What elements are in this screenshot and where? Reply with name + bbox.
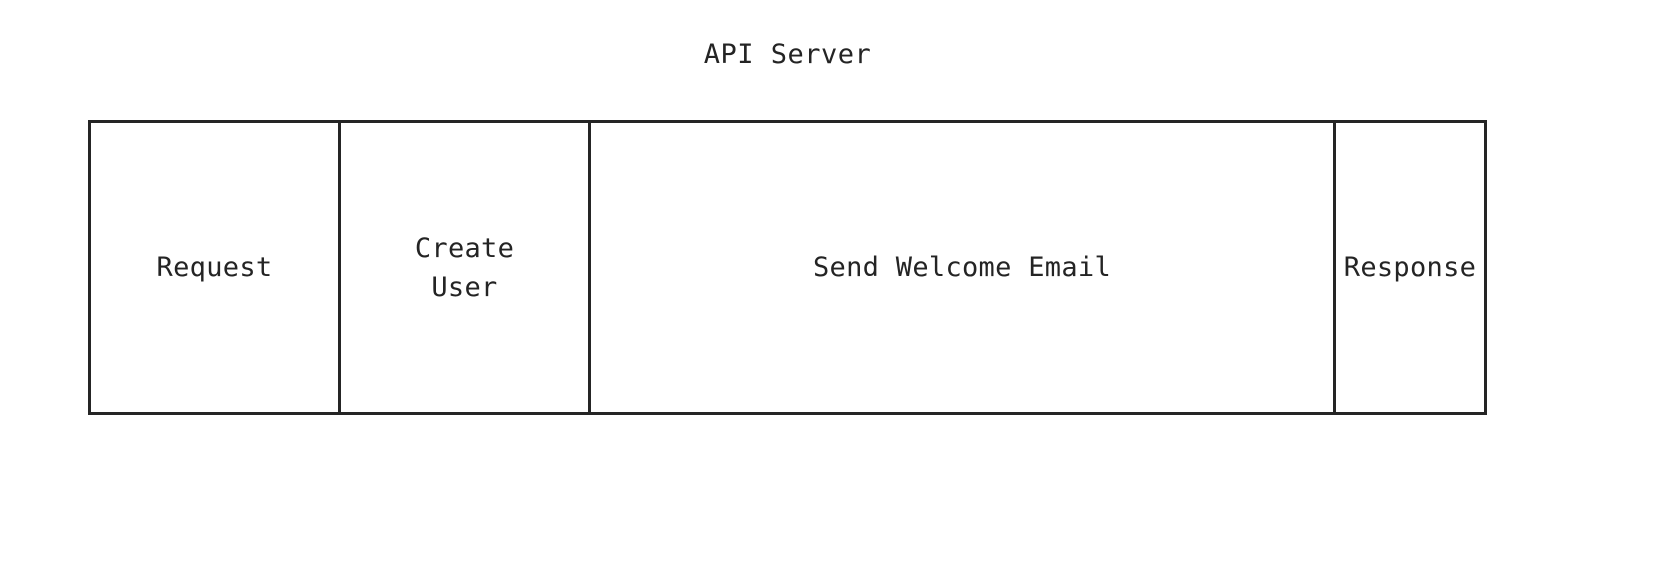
segment-create-user[interactable]: Create User	[338, 123, 588, 412]
segment-response[interactable]: Response	[1333, 123, 1484, 412]
segment-request[interactable]: Request	[91, 123, 338, 412]
segment-send-welcome-email[interactable]: Send Welcome Email	[588, 123, 1333, 412]
segment-label-send-welcome-email: Send Welcome Email	[813, 252, 1111, 283]
timeline-bar: Request Create User Send Welcome Email R…	[88, 120, 1487, 415]
segment-label-create-user: Create User	[414, 232, 515, 303]
segment-label-response: Response	[1343, 252, 1477, 283]
segment-label-request: Request	[156, 252, 273, 283]
diagram-title: API Server	[703, 39, 872, 70]
